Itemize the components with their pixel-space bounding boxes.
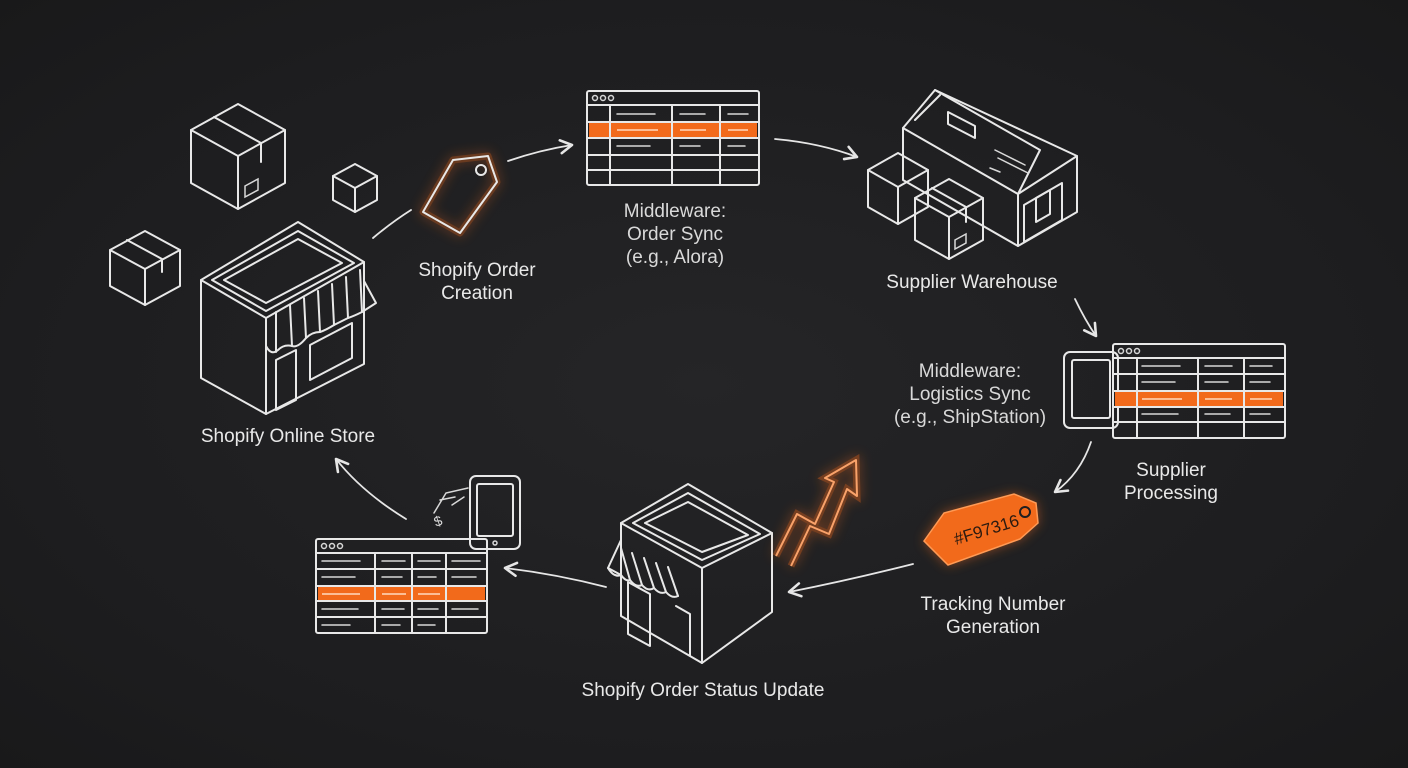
label-supplier-warehouse: Supplier Warehouse	[886, 272, 1058, 293]
flow-arrow-store-to-tag	[372, 209, 412, 239]
flow-arrow-table-to-store	[334, 457, 407, 520]
status-table-icon: $	[315, 475, 521, 634]
warehouse-icon	[867, 89, 1078, 260]
label-status-update: Shopify Order Status Update	[581, 680, 825, 701]
flow-arrow-tracking-to-status	[787, 563, 914, 598]
label-online-store: Shopify Online Store	[200, 426, 376, 447]
tracking-tag-icon: #F97316	[923, 493, 1039, 566]
label-tracking-generation: Tracking Number Generation	[920, 594, 1066, 638]
order-sync-table-icon	[586, 90, 760, 186]
label-logistics-sync: Middleware: Logistics Sync (e.g., ShipSt…	[893, 361, 1047, 428]
package-box-icon-left	[109, 230, 181, 306]
label-order-sync: Middleware: Order Sync (e.g., Alora)	[623, 201, 727, 268]
label-supplier-processing: Supplier Processing	[1124, 460, 1218, 504]
price-tag-icon	[419, 152, 501, 237]
flow-arrow-status-to-table	[503, 561, 607, 588]
label-order-creation: Shopify Order Creation	[418, 260, 536, 304]
flow-arrow-sync-to-warehouse	[774, 138, 859, 161]
logistics-sync-table-icon	[1063, 343, 1286, 439]
flow-arrow-tag-to-sync	[507, 139, 574, 162]
svg-text:$: $	[432, 512, 445, 530]
flow-arrow-warehouse-to-logistics	[1074, 298, 1098, 338]
trend-up-arrow-icon	[772, 454, 861, 568]
package-box-icon-large	[190, 103, 286, 210]
online-store-icon	[200, 221, 377, 415]
flow-arrow-logistics-to-tracking	[1053, 441, 1092, 494]
package-box-icon-small	[332, 163, 378, 213]
status-update-store-icon	[607, 483, 773, 664]
